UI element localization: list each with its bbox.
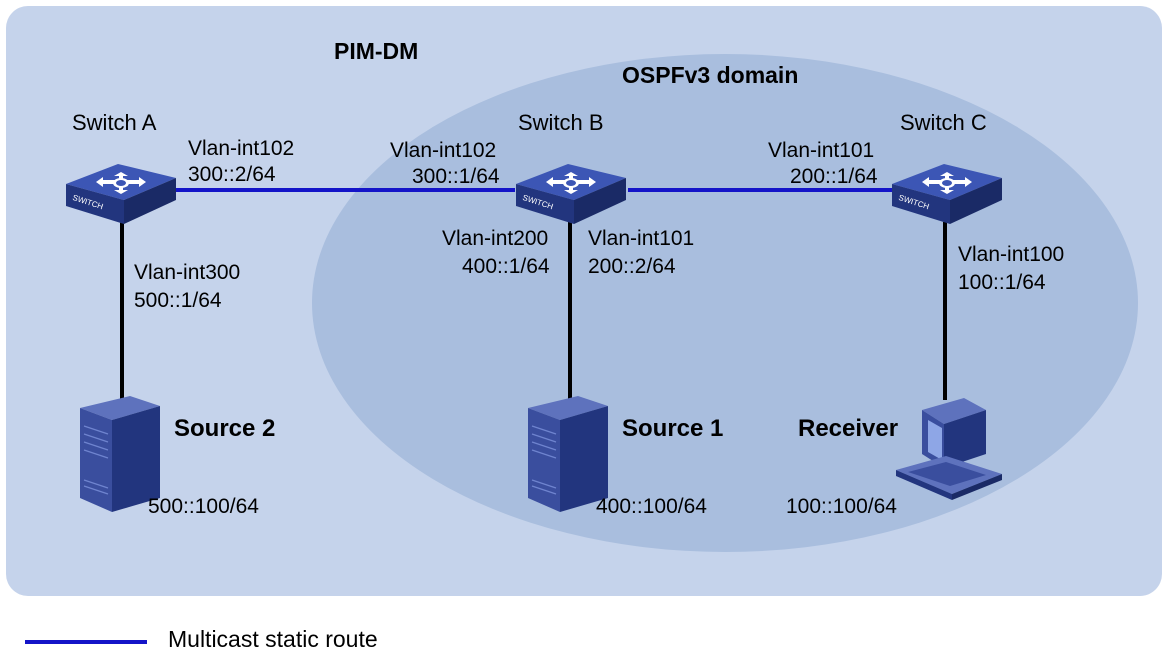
source-1-addr: 400::100/64 (596, 495, 707, 518)
switch-c-vlan100-name: Vlan-int100 (958, 243, 1065, 266)
switch-a-vlan300-addr: 500::1/64 (134, 289, 222, 312)
source-1-label: Source 1 (622, 415, 724, 442)
switch-a-icon[interactable]: SWITCH (62, 158, 180, 228)
switch-b-vlan200-name: Vlan-int200 (442, 227, 549, 250)
switch-a-vlan300-name: Vlan-int300 (134, 261, 241, 284)
switch-b-vlan200-addr: 400::1/64 (462, 255, 550, 278)
receiver-label: Receiver (798, 415, 899, 442)
ospfv3-domain-region (312, 54, 1138, 552)
switch-b-label: Switch B (518, 110, 604, 135)
switch-b-vlan101-name: Vlan-int101 (588, 227, 695, 250)
switch-c-vlan101-name: Vlan-int101 (768, 139, 875, 162)
switch-b-vlan102-addr: 300::1/64 (412, 165, 500, 188)
ospfv3-domain-label: OSPFv3 domain (622, 62, 799, 88)
switch-a-vlan102-name: Vlan-int102 (188, 137, 295, 160)
legend-label: Multicast static route (168, 626, 378, 652)
switch-c-icon[interactable]: SWITCH (888, 158, 1006, 228)
switch-c-label: Switch C (900, 110, 987, 135)
source-2-label: Source 2 (174, 415, 276, 442)
switch-b-vlan102-name: Vlan-int102 (390, 139, 497, 162)
switch-a-label: Switch A (72, 110, 157, 135)
source-1-server-icon[interactable] (526, 394, 610, 514)
switch-a-vlan102-addr: 300::2/64 (188, 163, 276, 186)
switch-b-icon[interactable]: SWITCH (512, 158, 630, 228)
receiver-addr: 100::100/64 (786, 495, 897, 518)
source-2-server-icon[interactable] (78, 394, 162, 514)
switch-c-vlan101-addr: 200::1/64 (790, 165, 878, 188)
receiver-pc-icon[interactable] (894, 396, 1004, 500)
pim-dm-label: PIM-DM (334, 38, 419, 64)
switch-c-vlan100-addr: 100::1/64 (958, 271, 1046, 294)
source-2-addr: 500::100/64 (148, 495, 259, 518)
switch-b-vlan101-addr: 200::2/64 (588, 255, 676, 278)
